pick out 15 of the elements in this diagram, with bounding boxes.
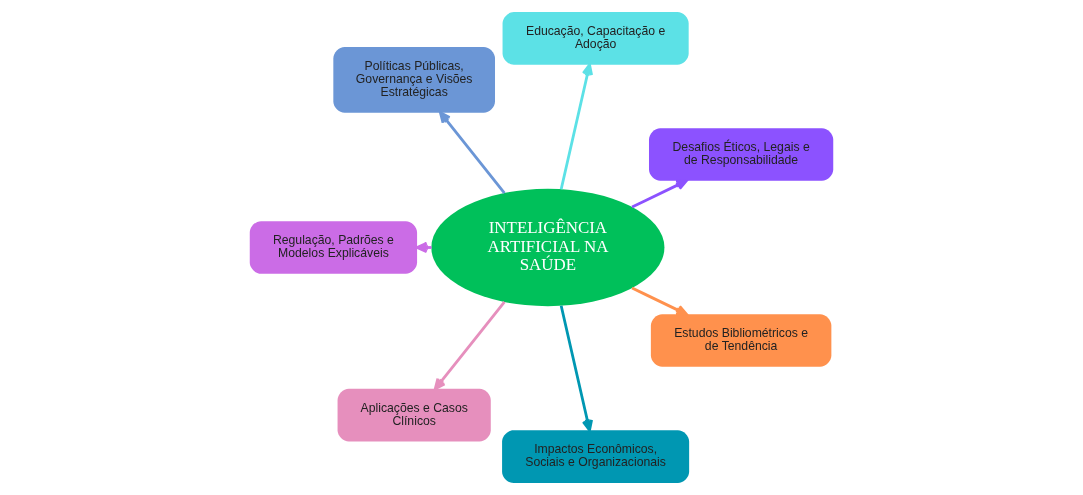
arrow — [433, 301, 506, 391]
node-box: Desafios Éticos, Legais e de Responsabilidade — [649, 128, 834, 181]
node-box: Regulação, Padrões e Modelos Explicáveis — [249, 221, 418, 274]
node-ellipse: INTELIGÊNCIA ARTIFICIAL NA SAÚDE — [431, 188, 665, 307]
arrow — [415, 241, 432, 254]
node-box: Políticas Públicas, Governança e Visões Estratégicas — [333, 46, 495, 113]
arrow — [559, 63, 593, 190]
node-box: Educação, Capacitação e Adoção — [502, 12, 689, 65]
arrow — [559, 305, 593, 432]
arrow — [631, 286, 688, 316]
node-box: Estudos Bibliométricos e de Tendência — [650, 314, 832, 367]
node-box: Impactos Econômicos, Sociais e Organizacionais — [502, 430, 690, 483]
arrow — [439, 111, 506, 194]
arrow — [631, 179, 688, 209]
node-box: Aplicações e Casos Clínicos — [337, 388, 491, 442]
